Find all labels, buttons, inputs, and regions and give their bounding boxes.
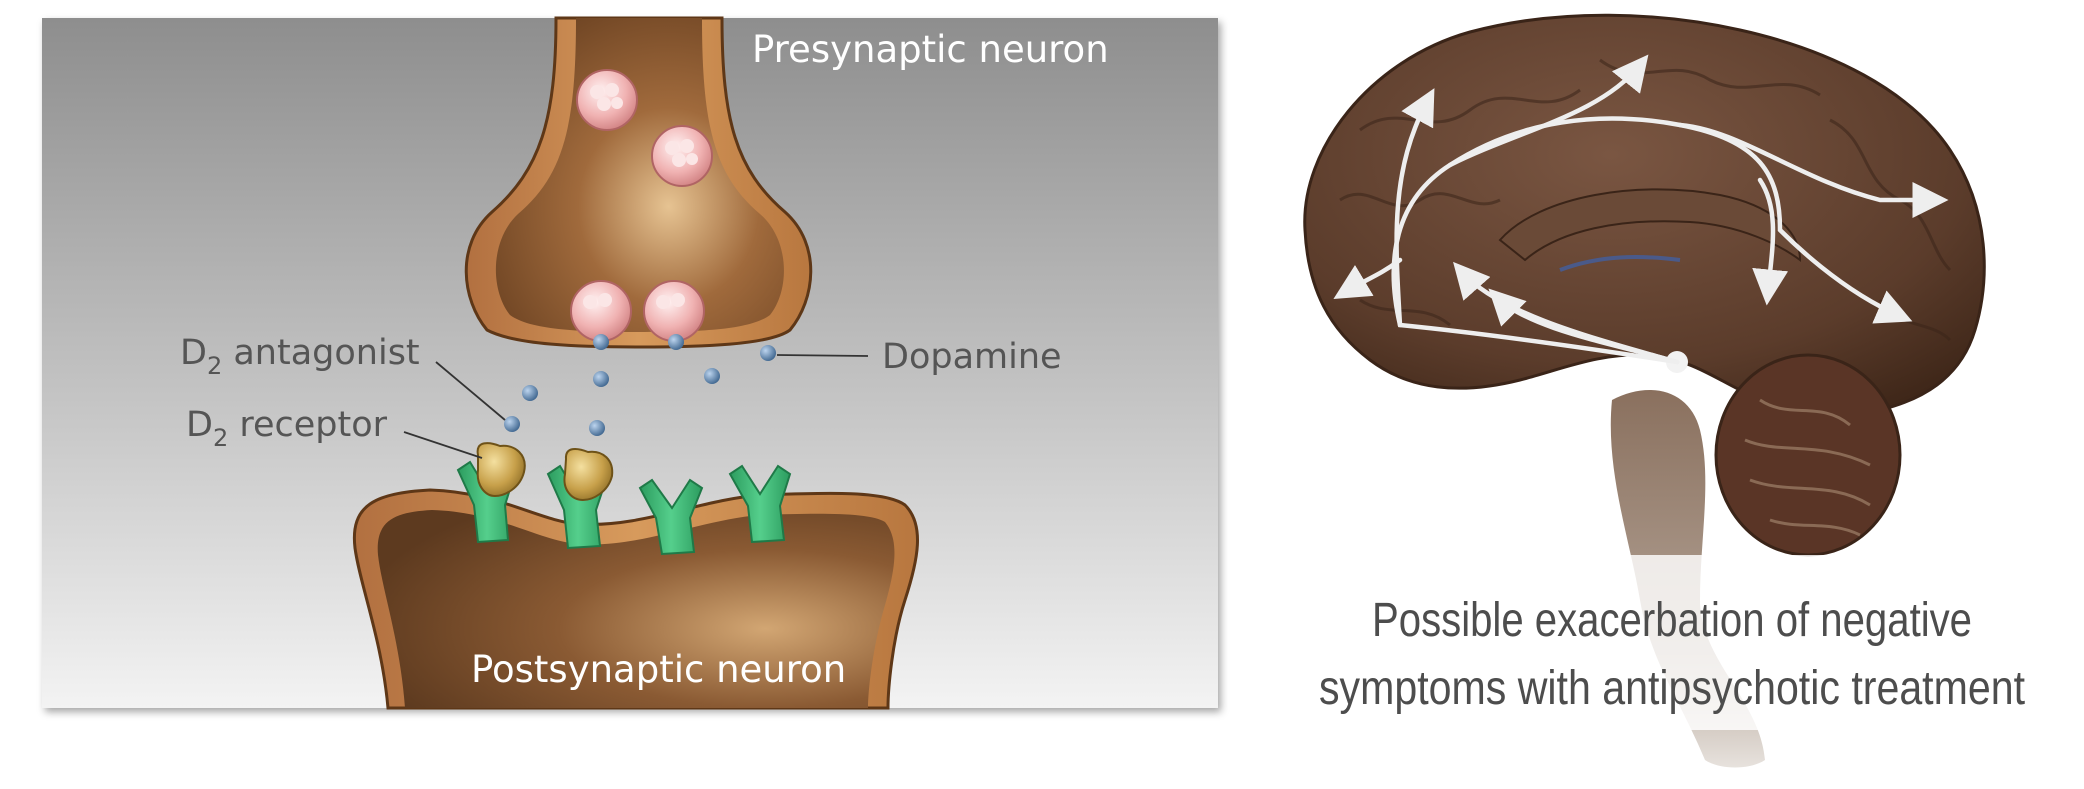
descending-arrow (1752, 177, 1789, 306)
dopamine-molecule (593, 371, 609, 387)
caption-line-1: Possible exacerbation of negative (1372, 594, 1972, 647)
dopamine-molecule (504, 416, 520, 432)
d2-receptor-label: D2 receptor (186, 405, 388, 452)
d2-antagonists (476, 442, 614, 502)
mesolimbic-arrow-2 (1488, 288, 1680, 365)
presynaptic-label: Presynaptic neuron (752, 28, 1109, 71)
d2-antagonist-molecule (563, 448, 614, 502)
postsynaptic-terminal (352, 488, 920, 710)
caption-line-2: symptoms with antipsychotic treatment (1319, 662, 2025, 715)
vesicle (570, 280, 632, 342)
dopamine-molecule (593, 334, 609, 350)
synaptic-vesicles (570, 69, 713, 342)
dopamine-leader (776, 354, 869, 357)
dopamine-molecule (760, 345, 776, 361)
corpus-callosum (1498, 188, 1802, 263)
d2-antagonist-molecule (476, 442, 526, 498)
d2-antagonist-leader (435, 361, 506, 421)
caption-backdrop (1305, 555, 2065, 730)
d2-antagonist-label: D2 antagonist (180, 333, 420, 380)
d2-receptor (728, 464, 792, 544)
presynaptic-terminal (464, 16, 813, 349)
frontal-arrow-2 (1333, 257, 1403, 299)
cerebellum (1714, 353, 1902, 557)
leader-lines (403, 354, 869, 459)
dopamine-molecule (704, 368, 720, 384)
dopamine-molecule (589, 420, 605, 436)
vesicle (576, 69, 638, 131)
d2-receptor (638, 478, 704, 556)
d2-receptor-leader (403, 431, 483, 459)
synapse-panel: Presynaptic neuron Postsynaptic neuron D… (42, 16, 1218, 710)
parietal-arrow (1677, 122, 1949, 218)
dopamine-pathways (1333, 54, 1949, 365)
dopamine-molecules (504, 334, 776, 436)
dopamine-molecule (522, 385, 538, 401)
frontal-arrow-3 (1447, 54, 1649, 168)
postsynaptic-label: Postsynaptic neuron (471, 648, 846, 691)
brain-panel: Possible exacerbation of negative sympto… (1303, 13, 2065, 768)
vesicle (643, 280, 705, 342)
vesicle (651, 125, 713, 187)
dopamine-label: Dopamine (882, 337, 1062, 377)
frontal-arrow-1 (1394, 88, 1435, 328)
fornix (1559, 255, 1681, 272)
dopamine-molecule (668, 334, 684, 350)
